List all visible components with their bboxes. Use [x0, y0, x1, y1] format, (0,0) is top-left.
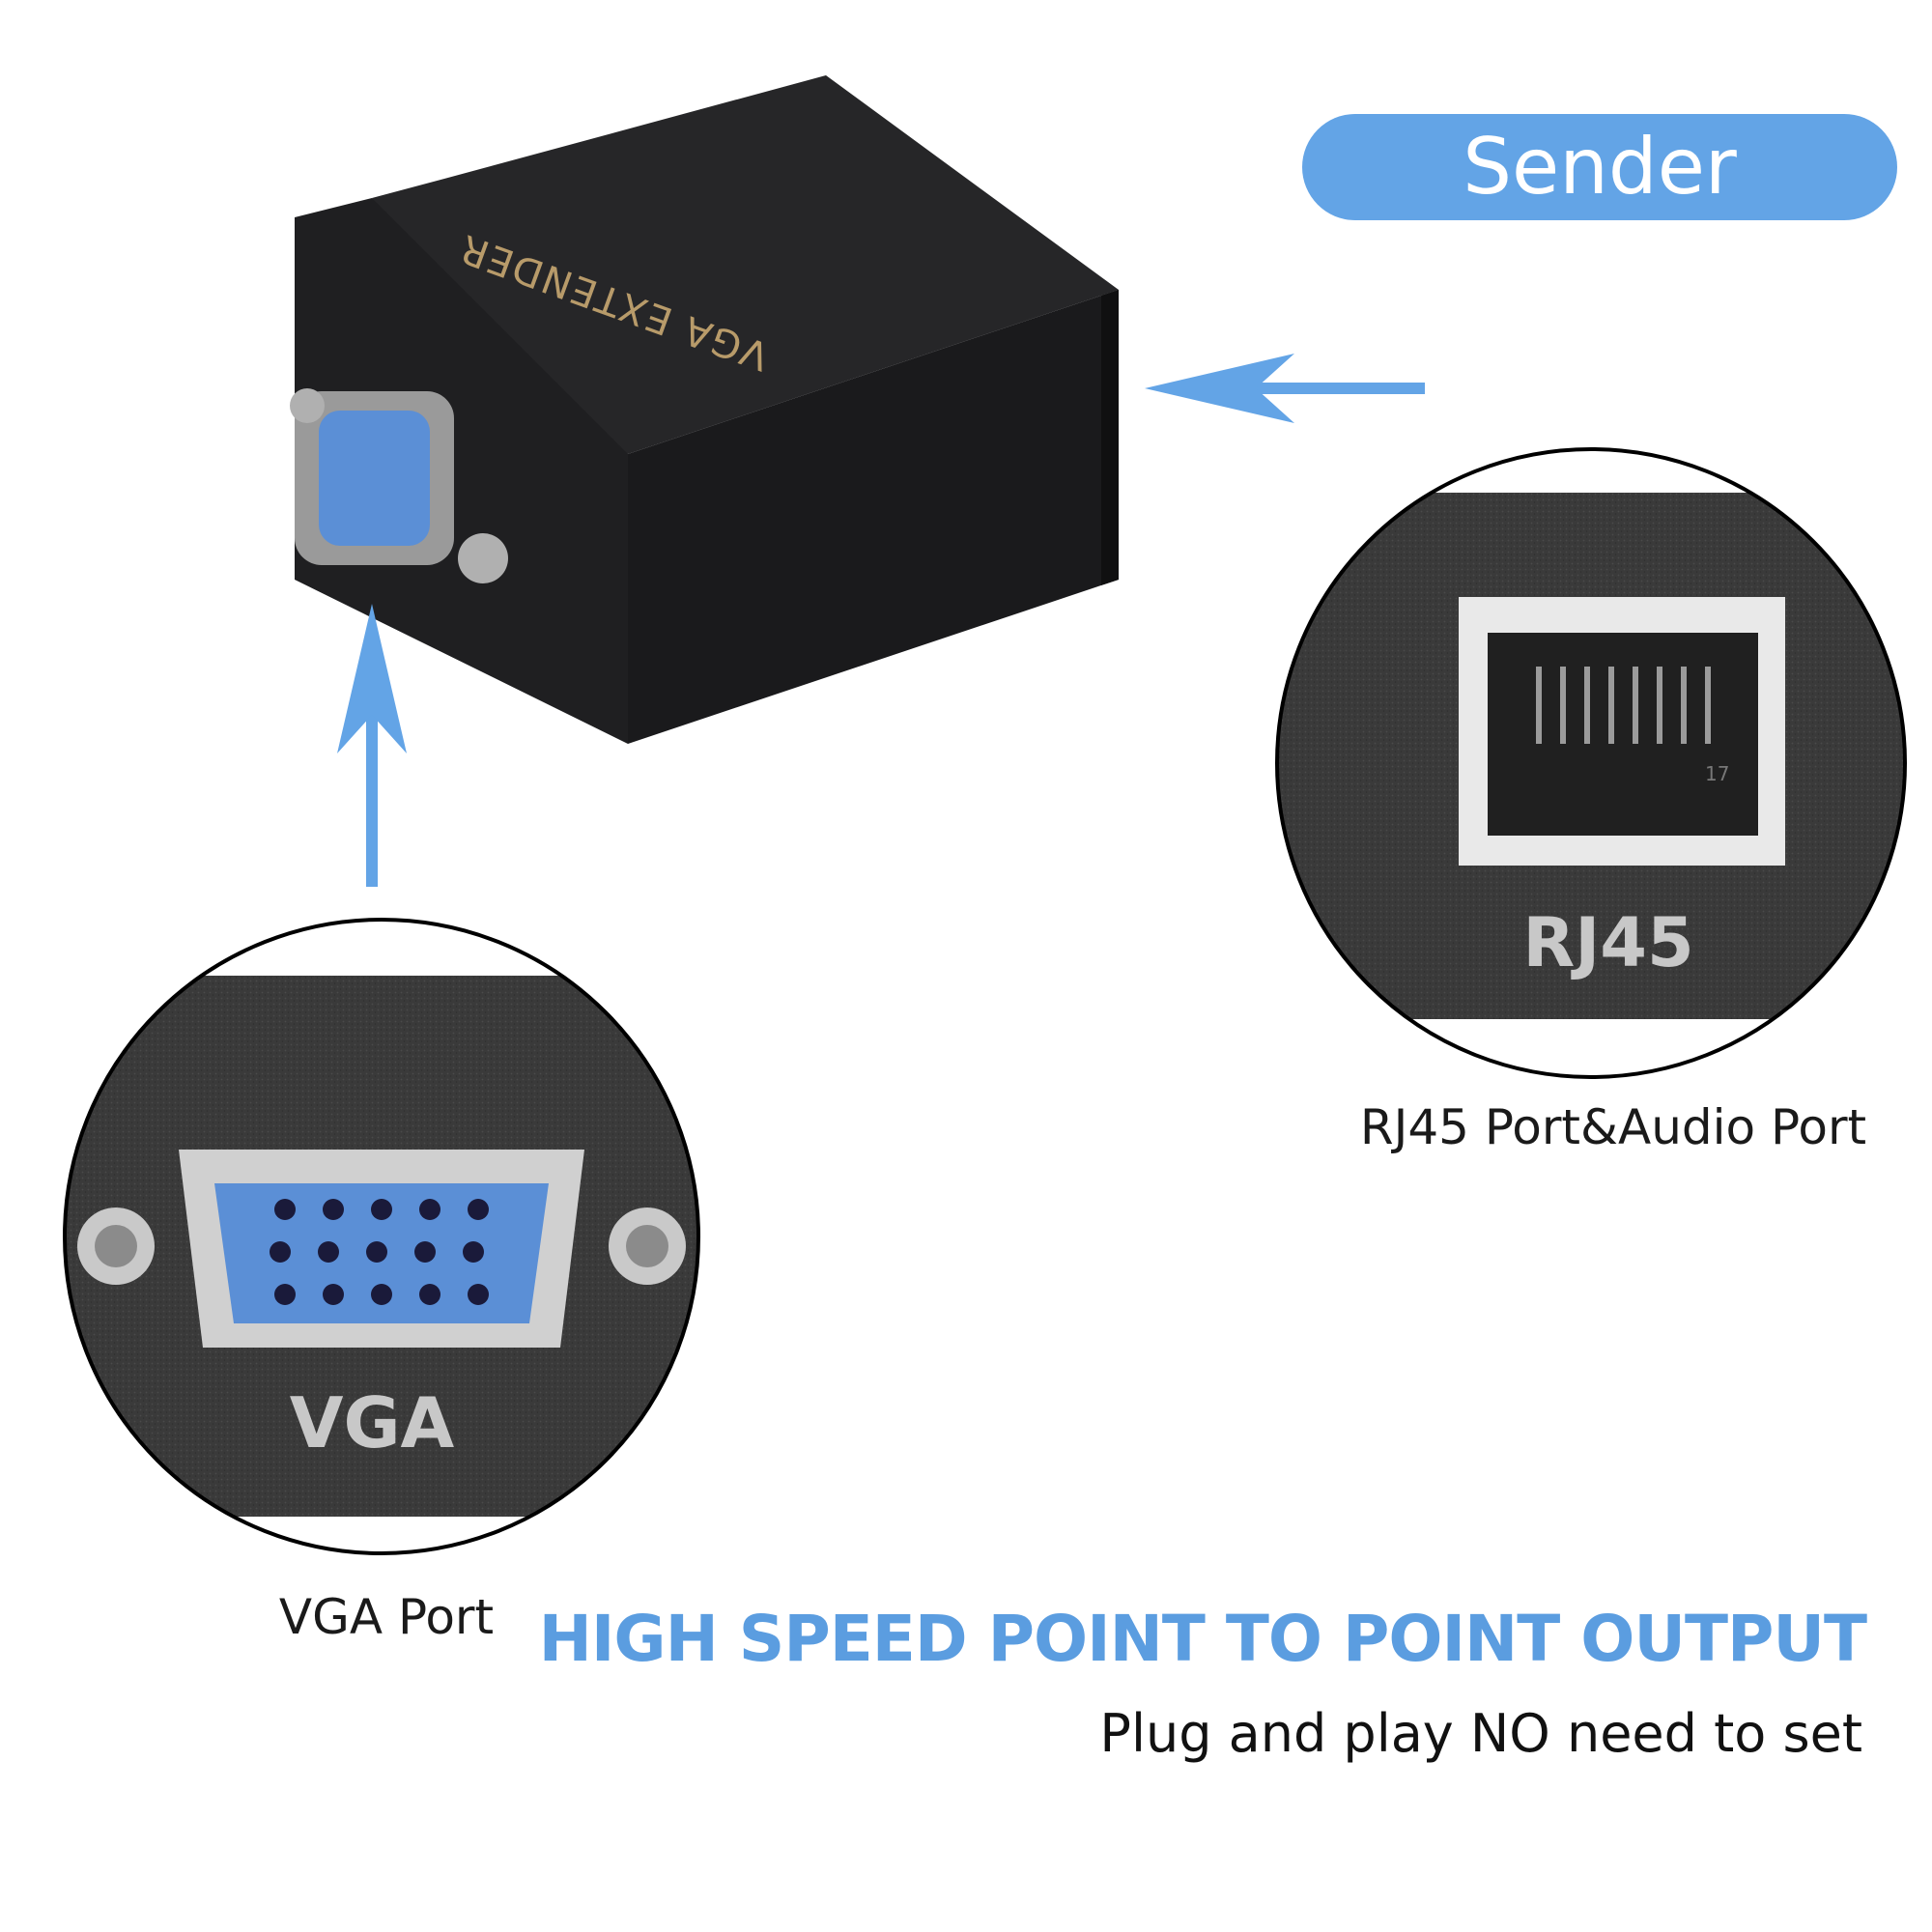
sender-badge: Sender	[1302, 114, 1897, 220]
vga-zoom: VGA	[63, 918, 700, 1555]
headline: HIGH SPEED POINT TO POINT OUTPUT	[538, 1602, 1867, 1676]
subline: Plug and play NO need to set	[1099, 1703, 1862, 1764]
rj45-pin-number: 17	[1705, 762, 1729, 785]
arrow-up-icon	[337, 604, 407, 887]
rj45-port-label: RJ45	[1522, 903, 1693, 982]
device-vga-port	[290, 388, 508, 583]
device-front-face	[628, 290, 1119, 744]
device-left-face	[295, 198, 628, 744]
vga-extender-device: VGA EXTENDER	[290, 75, 1119, 744]
device-side-face	[1101, 290, 1119, 585]
rj45-zoom: 17 RJ45	[1275, 447, 1907, 1079]
device-top-face	[372, 75, 1119, 454]
vga-caption: VGA Port	[278, 1589, 495, 1645]
vga-port-label: VGA	[290, 1382, 455, 1463]
arrow-left-icon	[1145, 354, 1425, 423]
rj45-caption: RJ45 Port&Audio Port	[1359, 1099, 1867, 1155]
